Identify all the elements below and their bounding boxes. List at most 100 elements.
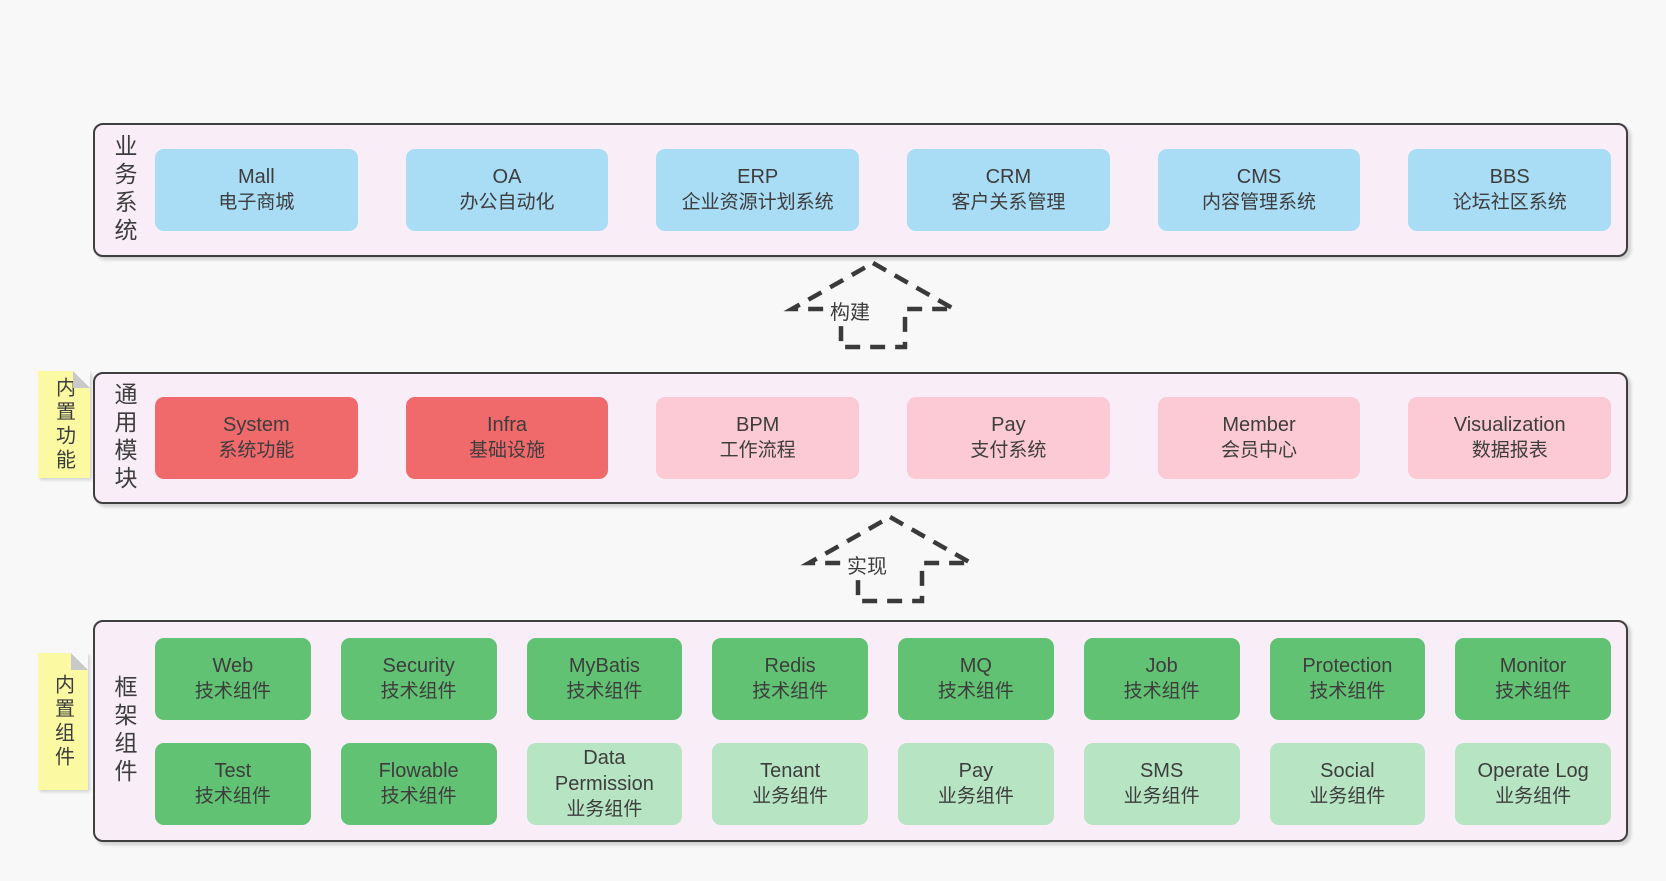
module-box-subtitle: 业务组件 — [752, 785, 829, 807]
module-box-title: Member — [1222, 414, 1296, 436]
implement-arrow: 实现 — [800, 512, 980, 606]
module-box-title: Social — [1320, 759, 1375, 782]
module-box-job: Job 技术组件 — [1083, 637, 1240, 720]
sticky-note-built-in-components: 内置组件 — [38, 653, 88, 790]
sticky-note-built-in-features: 内置功能 — [38, 371, 90, 478]
module-box-subtitle: 支付系统 — [970, 440, 1047, 461]
module-box-subtitle: 业务组件 — [566, 798, 643, 820]
sticky-note-text: 内置组件 — [51, 673, 74, 770]
module-box-subtitle: 办公自动化 — [459, 192, 555, 213]
module-box-subtitle: 技术组件 — [1495, 680, 1572, 702]
folded-corner-icon — [73, 371, 90, 388]
module-box-title: BBS — [1489, 166, 1530, 188]
build-arrow: 构建 — [783, 258, 963, 352]
module-box-title: Protection — [1302, 654, 1393, 677]
module-box-title: Web — [212, 654, 254, 677]
module-box-subtitle: 业务组件 — [937, 785, 1014, 807]
module-box-pay: Pay 支付系统 — [907, 397, 1110, 479]
layer-label-common-modules: 通用模块 — [111, 382, 137, 494]
module-box-title: Pay — [958, 759, 994, 782]
module-box-subtitle: 技术组件 — [1123, 680, 1200, 702]
module-box-mybatis: MyBatis 技术组件 — [526, 637, 683, 720]
module-box-title: Data Permission — [554, 746, 654, 795]
module-box-crm: CRM 客户关系管理 — [907, 149, 1110, 231]
implement-arrow-label: 实现 — [843, 549, 891, 580]
module-box-title: Infra — [486, 414, 528, 436]
module-box-subtitle: 技术组件 — [194, 680, 271, 702]
module-box-subtitle: 技术组件 — [194, 785, 271, 807]
module-box-title: Monitor — [1499, 654, 1567, 677]
module-box-subtitle: 技术组件 — [1309, 680, 1386, 702]
module-box-title: Redis — [764, 654, 816, 677]
module-box-subtitle: 业务组件 — [1495, 785, 1572, 807]
module-box-subtitle: 会员中心 — [1221, 440, 1298, 461]
module-box-social: Social 业务组件 — [1269, 742, 1426, 825]
module-box-title: MyBatis — [568, 654, 640, 677]
module-box-subtitle: 技术组件 — [752, 680, 829, 702]
module-box-visualization: Visualization 数据报表 — [1408, 397, 1612, 479]
module-box-subtitle: 业务组件 — [1123, 785, 1200, 807]
module-box-redis: Redis 技术组件 — [712, 637, 868, 720]
box-row: Test 技术组件 Flowable 技术组件 Data Permission 业务组件 T… — [155, 742, 1611, 825]
module-box-mq: MQ 技术组件 — [898, 637, 1054, 720]
module-box-subtitle: 业务组件 — [1309, 785, 1386, 807]
up-arrow-icon — [783, 260, 963, 350]
module-box-bpm: BPM 工作流程 — [656, 397, 860, 479]
module-box-subtitle: 工作流程 — [719, 440, 796, 461]
module-box-title: Job — [1145, 654, 1178, 677]
module-box-title: MQ — [959, 654, 992, 677]
module-box-title: CRM — [985, 166, 1032, 188]
folded-corner-icon — [71, 653, 88, 670]
module-box-monitor: Monitor 技术组件 — [1455, 637, 1611, 720]
layer-label-framework-components: 框架组件 — [111, 675, 137, 787]
module-box-title: Security — [382, 654, 455, 677]
module-box-member: Member 会员中心 — [1157, 397, 1361, 479]
module-box-title: Operate Log — [1477, 759, 1589, 782]
module-box-title: Visualization — [1453, 414, 1566, 436]
module-box-title: CMS — [1236, 166, 1282, 188]
module-box-data-permission: Data Permission 业务组件 — [526, 742, 683, 825]
module-box-bbs: BBS 论坛社区系统 — [1408, 149, 1612, 231]
module-box-subtitle: 技术组件 — [380, 785, 457, 807]
module-box-title: Mall — [238, 166, 275, 188]
module-box-web: Web 技术组件 — [155, 637, 311, 720]
module-box-pay: Pay 业务组件 — [898, 742, 1054, 825]
module-box-protection: Protection 技术组件 — [1269, 637, 1426, 720]
module-box-title: OA — [492, 166, 522, 188]
module-box-title: Test — [214, 759, 252, 782]
module-box-test: Test 技术组件 — [155, 742, 311, 825]
module-box-mall: Mall 电子商城 — [155, 149, 358, 231]
sticky-note-text: 内置功能 — [52, 376, 75, 473]
module-box-title: Tenant — [760, 759, 821, 782]
up-arrow-icon — [800, 514, 980, 604]
module-box-subtitle: 技术组件 — [380, 680, 457, 702]
build-arrow-label: 构建 — [826, 295, 874, 326]
module-box-subtitle: 论坛社区系统 — [1452, 192, 1567, 213]
module-box-subtitle: 技术组件 — [937, 680, 1014, 702]
module-box-subtitle: 企业资源计划系统 — [681, 192, 834, 213]
module-box-subtitle: 客户关系管理 — [951, 192, 1066, 213]
module-box-title: BPM — [736, 414, 780, 436]
module-box-title: Flowable — [378, 759, 459, 782]
module-box-subtitle: 电子商城 — [218, 192, 295, 213]
module-box-operate-log: Operate Log 业务组件 — [1455, 742, 1611, 825]
layer-label-business-systems: 业务系统 — [111, 134, 137, 246]
module-box-oa: OA 办公自动化 — [405, 149, 609, 231]
module-box-subtitle: 技术组件 — [566, 680, 643, 702]
module-box-sms: SMS 业务组件 — [1083, 742, 1240, 825]
module-box-subtitle: 数据报表 — [1471, 440, 1548, 461]
module-box-title: System — [222, 414, 290, 436]
module-box-title: SMS — [1139, 759, 1184, 782]
module-box-title: Pay — [991, 414, 1026, 436]
